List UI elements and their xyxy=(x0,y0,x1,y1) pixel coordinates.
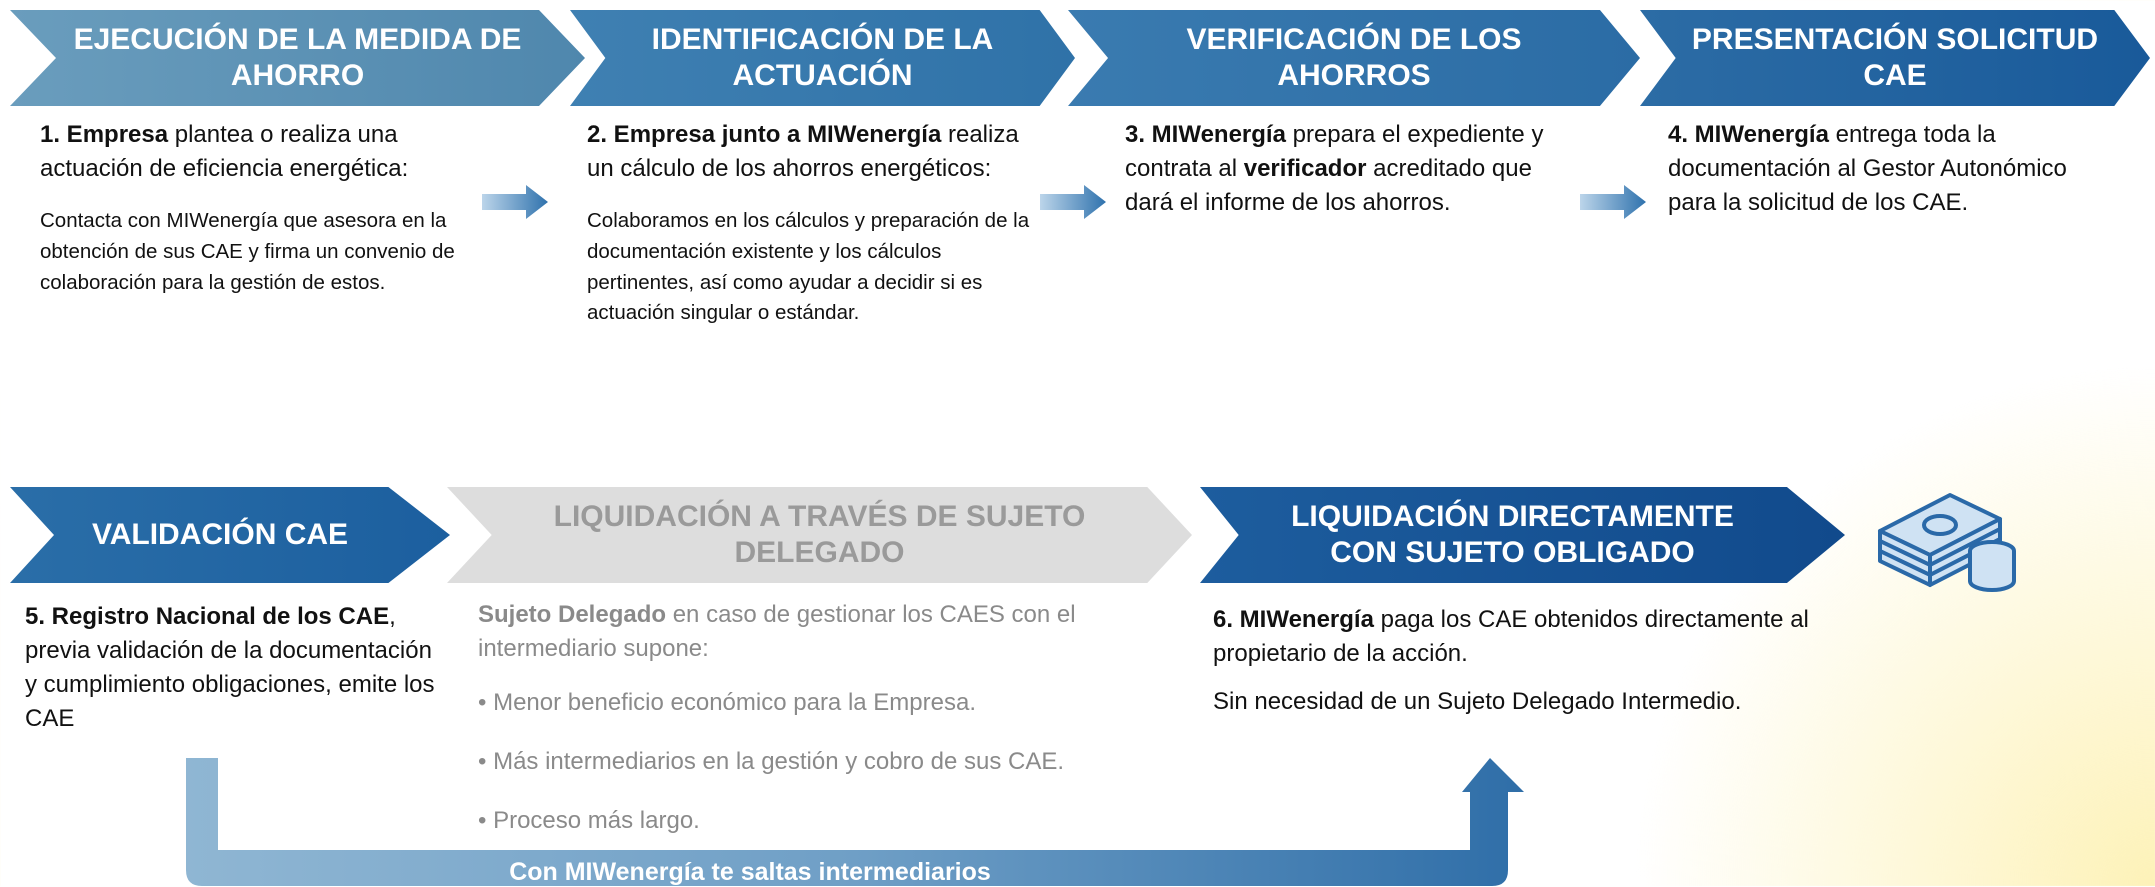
step-2-lead: realiza un cálculo de los ahorros energé… xyxy=(587,121,1019,183)
step-6-title: LIQUIDACIÓN DIRECTAMENTE CON SUJETO OBLI… xyxy=(1291,500,1734,569)
step-2-header: IDENTIFICACIÓN DE LA ACTUACIÓN xyxy=(570,10,1075,106)
step-4-title: PRESENTACIÓN SOLICITUD CAE xyxy=(1691,23,2099,92)
step-6-lead: paga los CAE obtenidos directamente al p… xyxy=(1213,606,1809,668)
step-6-extra: Sin necesidad de un Sujeto Delegado Inte… xyxy=(1213,688,1742,716)
step-5-lead: , previa validación de la documentación … xyxy=(25,603,435,733)
step-1-detail: Contacta con MIWenergía que asesora en l… xyxy=(40,209,455,294)
step-4-header: PRESENTACIÓN SOLICITUD CAE xyxy=(1640,10,2150,106)
step-delegado-header: LIQUIDACIÓN A TRAVÉS DE SUJETO DELEGADO xyxy=(447,487,1192,583)
step-3-verifier-bold: verificador xyxy=(1243,155,1367,183)
step-1-lead-bold: 1. Empresa xyxy=(40,121,169,148)
step-2-lead-bold: 2. Empresa junto a MIWenergía xyxy=(587,121,942,148)
step-1-title: EJECUCIÓN DE LA MEDIDA DE AHORRO xyxy=(73,23,522,92)
step-3-title: VERIFICACIÓN DE LOS AHORROS xyxy=(1186,23,1522,92)
step-6-header: LIQUIDACIÓN DIRECTAMENTE CON SUJETO OBLI… xyxy=(1200,487,1845,583)
right-arrow-icon xyxy=(1040,185,1106,219)
step-6-lead-bold: 6. MIWenergía xyxy=(1213,606,1374,633)
step-4-lead: entrega toda la documentación al Gestor … xyxy=(1668,121,2067,217)
step-delegado-lead-bold: Sujeto Delegado xyxy=(478,601,667,628)
step-2-detail: Colaboramos en los cálculos y preparació… xyxy=(587,209,1030,325)
right-arrow-icon xyxy=(482,185,548,219)
step-3-header: VERIFICACIÓN DE LOS AHORROS xyxy=(1068,10,1640,106)
step-5-title: VALIDACIÓN CAE xyxy=(91,518,349,551)
step-1-lead: plantea o realiza una actuación de efici… xyxy=(40,121,409,183)
step-4-text: 4. MIWenergía entrega toda la documentac… xyxy=(1668,118,2118,220)
step-1-header: EJECUCIÓN DE LA MEDIDA DE AHORRO xyxy=(10,10,585,106)
step-3-lead-bold: 3. MIWenergía xyxy=(1125,121,1286,148)
step-delegado-text: Sujeto Delegado en caso de gestionar los… xyxy=(478,598,1138,863)
step-3-text: 3. MIWenergía prepara el expediente y co… xyxy=(1125,118,1575,220)
step-5-lead-bold: 5. Registro Nacional de los CAE xyxy=(25,603,390,630)
step-5-text: 5. Registro Nacional de los CAE, previa … xyxy=(25,600,445,736)
step-delegado-title: LIQUIDACIÓN A TRAVÉS DE SUJETO DELEGADO xyxy=(553,500,1086,569)
skip-intermediaries-label: Con MIWenergía te saltas intermediarios xyxy=(509,858,991,886)
step-3-lead: prepara el expediente y contrata al xyxy=(1125,121,1544,183)
step-5-header: VALIDACIÓN CAE xyxy=(10,487,450,583)
step-1-text: 1. Empresa plantea o realiza una actuaci… xyxy=(40,118,460,298)
delegado-bullet-2: Más intermediarios en la gestión y cobro… xyxy=(478,745,1138,779)
step-2-title: IDENTIFICACIÓN DE LA ACTUACIÓN xyxy=(651,23,994,92)
step-4-lead-bold: 4. MIWenergía xyxy=(1668,121,1829,148)
delegado-bullet-1: Menor beneficio económico para la Empres… xyxy=(478,686,1138,720)
money-stack-icon xyxy=(1878,493,2016,592)
step-delegado-lead: en caso de gestionar los CAES con el int… xyxy=(478,601,1076,663)
delegado-bullet-3: Proceso más largo. xyxy=(478,804,1138,838)
delegado-bullet-list: Menor beneficio económico para la Empres… xyxy=(478,686,1138,838)
step-2-text: 2. Empresa junto a MIWenergía realiza un… xyxy=(587,118,1047,329)
step-3-lead-end: acreditado que dará el informe de los ah… xyxy=(1125,155,1532,217)
right-arrow-icon xyxy=(1580,185,1646,219)
step-6-text: 6. MIWenergía paga los CAE obtenidos dir… xyxy=(1213,603,1833,719)
